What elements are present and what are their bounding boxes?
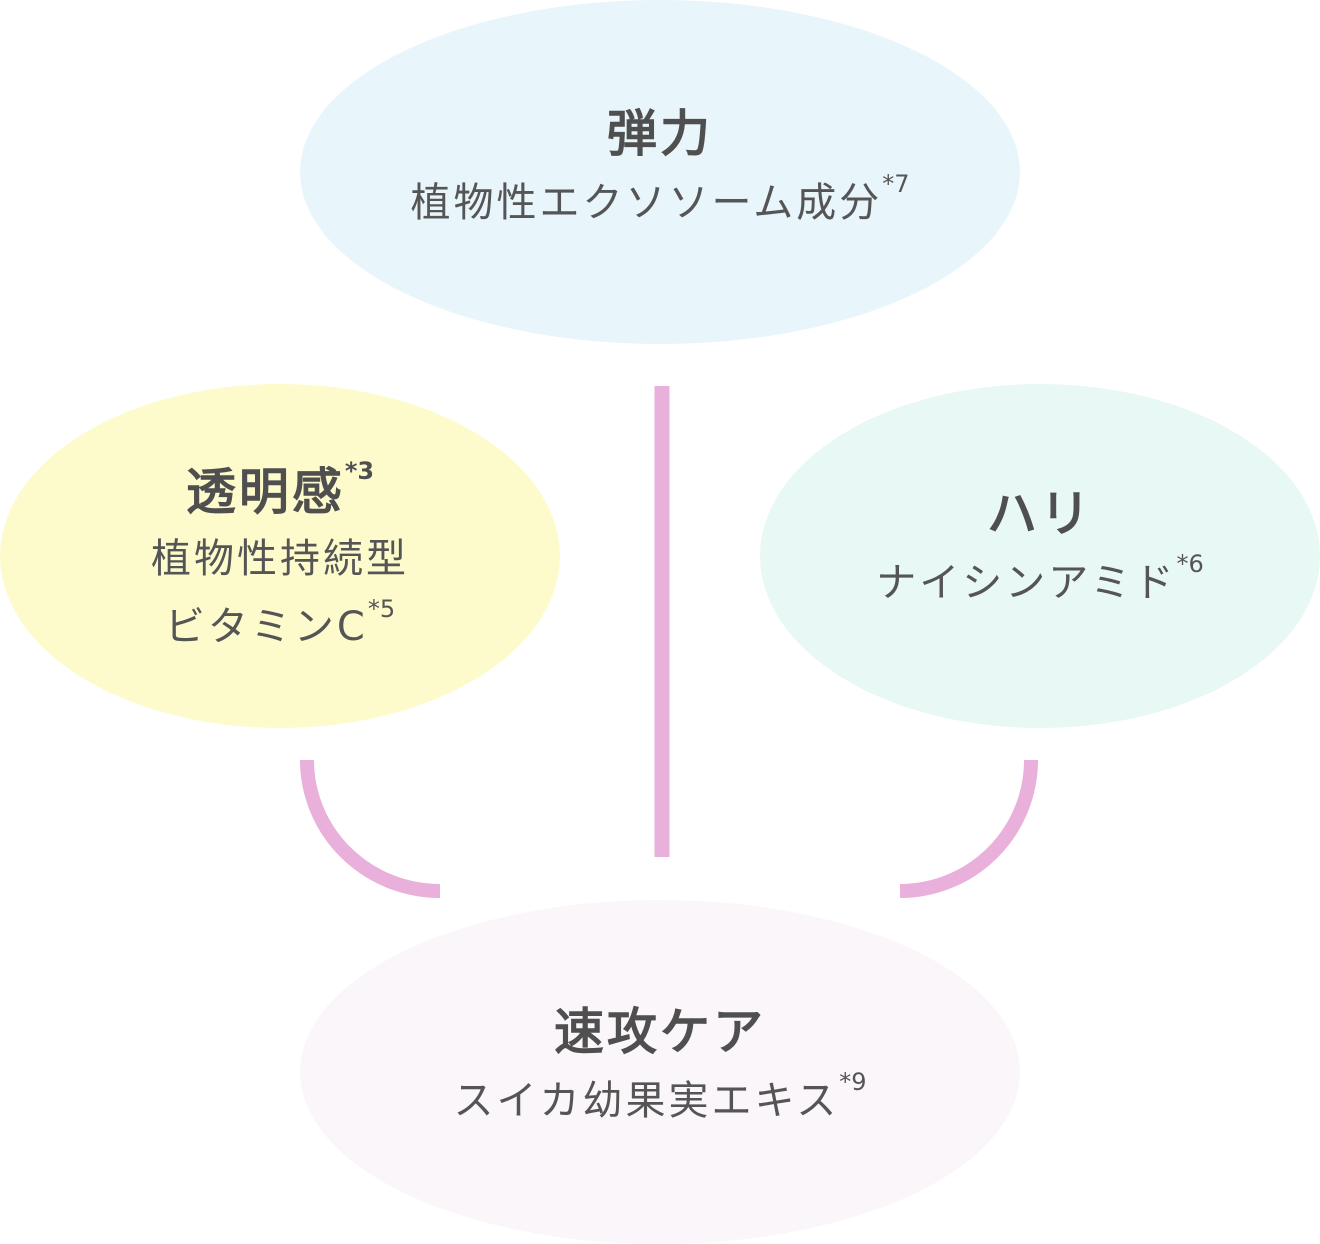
- footnote-mark: *3: [344, 456, 375, 485]
- footnote-mark: *7: [882, 169, 910, 198]
- node-ingredient: スイカ幼果実エキス*9: [453, 1065, 866, 1137]
- top-ellipse: [300, 0, 1020, 344]
- node-left: 透明感*3 植物性持続型 ビタミンC*5: [0, 445, 560, 675]
- ingredient-text-line1: 植物性持続型: [151, 535, 409, 582]
- node-ingredient: 植物性持続型 ビタミンC*5: [151, 525, 409, 661]
- left-connector-arc: [300, 759, 441, 898]
- title-text: 透明感: [185, 462, 345, 521]
- right-ellipse: [760, 384, 1320, 728]
- ingredient-text-line2: ビタミンC: [164, 603, 368, 650]
- node-top: 弾力 植物性エクソソーム成分*7: [300, 80, 1020, 260]
- ingredient-text: スイカ幼果実エキス: [453, 1077, 840, 1124]
- right-connector-arc: [899, 759, 1038, 898]
- footnote-mark: *5: [367, 594, 396, 623]
- footnote-mark: *9: [839, 1067, 867, 1096]
- node-ingredient: ナイシンアミド*6: [876, 547, 1203, 619]
- ingredient-text: 植物性エクソソーム成分: [410, 179, 883, 226]
- footnote-mark: *6: [1176, 549, 1204, 578]
- node-title: 透明感*3: [185, 456, 375, 525]
- node-ingredient: 植物性エクソソーム成分*7: [410, 167, 909, 239]
- node-title: 速攻ケア: [554, 1002, 766, 1061]
- node-right: ハリ ナイシンアミド*6: [760, 460, 1320, 640]
- ingredient-text: ナイシンアミド: [876, 559, 1177, 606]
- node-bottom: 速攻ケア スイカ幼果実エキス*9: [300, 978, 1020, 1158]
- node-title: 弾力: [607, 104, 713, 163]
- bottom-ellipse: [300, 900, 1020, 1244]
- left-ellipse: [0, 384, 560, 728]
- node-title: ハリ: [987, 484, 1093, 543]
